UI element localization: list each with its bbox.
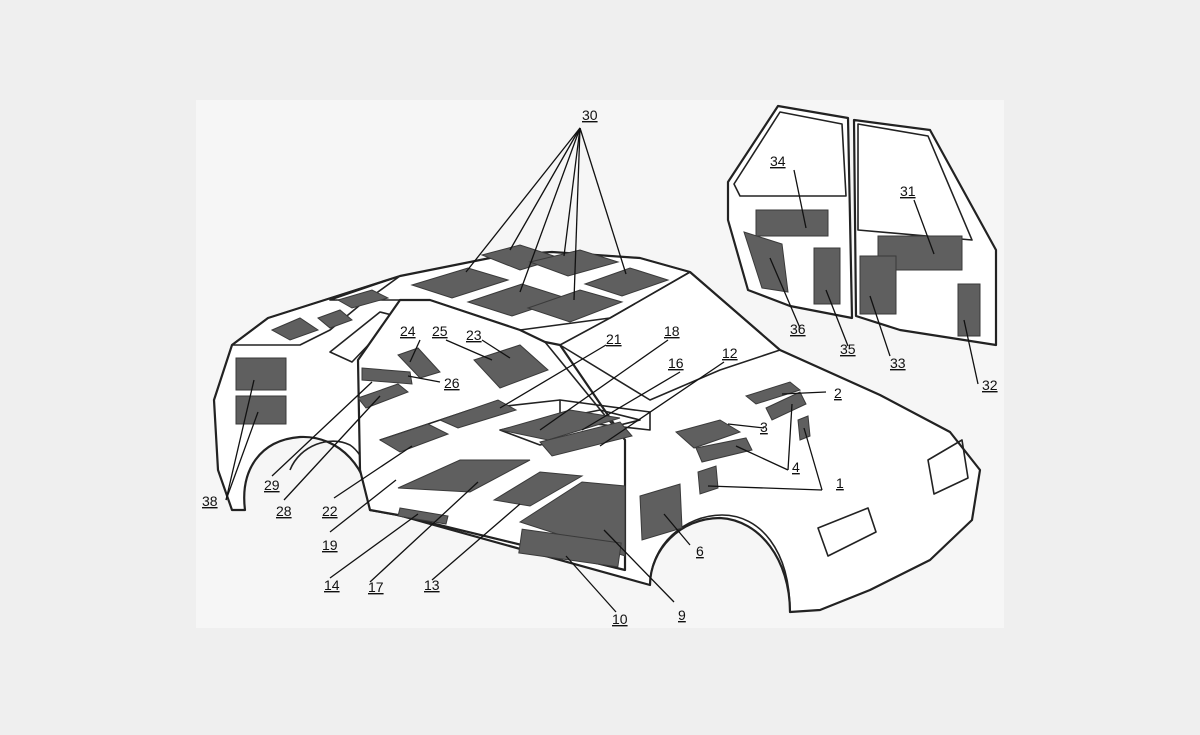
roof-pad: [583, 267, 670, 297]
hatch-pad: [270, 317, 320, 341]
callout-10: 10: [612, 611, 628, 627]
callout-25: 25: [432, 323, 448, 339]
callout-38: 38: [202, 493, 218, 509]
callout-4: 4: [792, 459, 800, 475]
front-door-pad-32: [957, 283, 981, 337]
roof-pad: [410, 267, 510, 299]
roof-pad: [526, 289, 624, 323]
roof-pad: [528, 249, 620, 277]
callout-29: 29: [264, 477, 280, 493]
rear-pillar-pad: [397, 347, 441, 379]
seat-back-pad: [438, 399, 518, 429]
callout-26: 26: [444, 375, 460, 391]
doors-inset: [726, 104, 998, 347]
callout-34: 34: [770, 153, 786, 169]
rear-arch-pad: [361, 367, 413, 385]
sill-pad: [397, 507, 449, 525]
callout-12: 12: [722, 345, 738, 361]
callout-31: 31: [900, 183, 916, 199]
callout-35: 35: [840, 341, 856, 357]
hatch-pad: [317, 309, 353, 329]
callout-32: 32: [982, 377, 998, 393]
cowl-pad: [744, 381, 802, 405]
tunnel-pad: [539, 421, 633, 457]
rear-door-pad-36: [743, 231, 789, 293]
front-door-pad-33: [859, 255, 897, 315]
front-floor-pad: [492, 471, 584, 507]
callout-28: 28: [276, 503, 292, 519]
callout-3: 3: [760, 419, 768, 435]
callout-22: 22: [322, 503, 338, 519]
callout-9: 9: [678, 607, 686, 623]
callout-23: 23: [466, 327, 482, 343]
callout-labels: 30 34 31 36 35 33 32 24 25 23 21 18 16 1…: [202, 107, 998, 627]
front-wheel-arch: [649, 514, 791, 613]
firewall-pad: [674, 419, 742, 449]
callout-16: 16: [668, 355, 684, 371]
cowl-pad: [765, 391, 807, 421]
headlight-left: [817, 507, 877, 557]
hatch-pad: [336, 289, 390, 309]
fender-pad: [639, 483, 683, 541]
rear-floor-pad: [378, 423, 450, 453]
hood-line: [779, 349, 951, 433]
rear-door-pad-34: [755, 209, 829, 237]
rear-arch-pad: [357, 383, 409, 409]
parcel-shelf-pad: [473, 344, 549, 389]
front-door-pad-31: [877, 235, 963, 271]
front-door-window: [857, 123, 973, 241]
callout-24: 24: [400, 323, 416, 339]
callout-14: 14: [324, 577, 340, 593]
callout-6: 6: [696, 543, 704, 559]
callout-19: 19: [322, 537, 338, 553]
rear-panel-pad: [235, 357, 287, 391]
leader-lines: [225, 127, 979, 613]
rear-door-window: [733, 111, 847, 197]
rear-door-pad-35: [813, 247, 841, 305]
firewall-pad: [697, 465, 719, 495]
callout-36: 36: [790, 321, 806, 337]
rear-panel-pad: [235, 395, 287, 425]
headlight-right: [927, 439, 969, 495]
body-pads: [235, 244, 811, 568]
callout-17: 17: [368, 579, 384, 595]
callout-33: 33: [890, 355, 906, 371]
callout-2: 2: [834, 385, 842, 401]
callout-13: 13: [424, 577, 440, 593]
firewall-pad: [695, 437, 753, 463]
callout-30: 30: [582, 107, 598, 123]
tunnel-pad: [499, 409, 621, 441]
callout-1: 1: [836, 475, 844, 491]
sill-pad: [518, 528, 622, 568]
callout-18: 18: [664, 323, 680, 339]
front-floor-pad: [397, 459, 531, 493]
callout-21: 21: [606, 331, 622, 347]
